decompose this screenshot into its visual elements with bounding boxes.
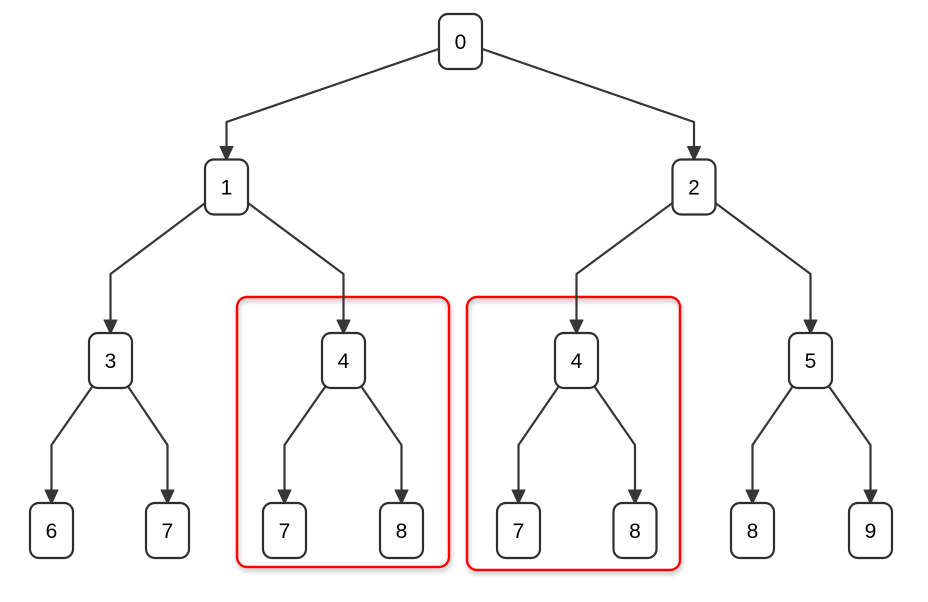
tree-node-box — [28, 501, 75, 560]
tree-node-n6: 6 — [28, 501, 75, 560]
tree-node-box — [612, 501, 658, 560]
edge-n1-n3 — [103, 186, 228, 335]
tree-node-label: 7 — [162, 520, 174, 543]
arrowhead-icon — [103, 319, 118, 335]
tree-node-box — [671, 158, 717, 216]
tree-node-label: 8 — [747, 520, 759, 543]
tree-node-n0: 0 — [437, 12, 484, 71]
tree-node-label: 5 — [805, 350, 817, 373]
tree-node-label: 7 — [279, 520, 291, 543]
tree-node-n1: 1 — [203, 158, 250, 216]
edge-n2-n5 — [693, 186, 818, 335]
arrowhead-icon — [336, 319, 351, 335]
edge-n0-n1 — [219, 40, 461, 161]
highlight-box-duplicate-subtree-2 — [465, 295, 682, 572]
tree-node-n4L: 4 — [320, 331, 367, 390]
tree-node-box — [87, 331, 134, 390]
tree-node-box — [203, 158, 250, 216]
tree-node-n8a: 8 — [378, 501, 425, 560]
arrowhead-icon — [628, 489, 642, 505]
tree-node-box — [729, 501, 776, 560]
tree-node-box — [320, 331, 367, 390]
tree-node-n7a: 7 — [144, 501, 191, 560]
tree-node-label: 9 — [865, 520, 877, 543]
arrowhead-icon — [511, 489, 526, 505]
edge-n5-n8c — [745, 359, 812, 505]
arrowhead-icon — [219, 146, 234, 161]
tree-node-label: 3 — [105, 350, 117, 373]
arrowhead-icon — [863, 489, 878, 505]
arrowhead-icon — [160, 489, 175, 505]
edge-n3-n6 — [44, 359, 112, 505]
tree-node-box — [144, 501, 191, 560]
arrowhead-icon — [44, 489, 59, 505]
tree-node-box — [847, 501, 894, 560]
tree-node-label: 8 — [396, 520, 408, 543]
tree-node-label: 4 — [571, 350, 583, 373]
tree-node-box — [495, 501, 542, 560]
arrowhead-icon — [745, 489, 760, 505]
edge-n4R-n7c — [511, 359, 578, 505]
arrowhead-icon — [687, 146, 701, 161]
tree-node-box — [787, 331, 834, 390]
tree-node-n3: 3 — [87, 331, 134, 390]
edge-n3-n7a — [109, 359, 175, 505]
tree-node-label: 7 — [513, 520, 525, 543]
tree-node-n5: 5 — [787, 331, 834, 390]
edge-n1-n4L — [225, 186, 351, 335]
edge-n4L-n8a — [342, 359, 409, 505]
tree-node-label: 6 — [46, 520, 58, 543]
tree-node-label: 2 — [688, 177, 700, 200]
tree-node-n2: 2 — [671, 158, 717, 216]
edge-n2-n4R — [569, 186, 695, 335]
tree-node-n8b: 8 — [612, 501, 658, 560]
tree-node-label: 1 — [221, 177, 233, 200]
tree-node-box — [553, 331, 600, 390]
edge-n5-n9 — [809, 359, 878, 505]
tree-node-box — [261, 501, 308, 560]
tree-node-n7b: 7 — [261, 501, 308, 560]
tree-node-label: 0 — [455, 31, 467, 54]
tree-node-n9: 9 — [847, 501, 894, 560]
edge-n4L-n7b — [277, 359, 345, 505]
tree-node-label: 4 — [338, 350, 350, 373]
tree-node-n8c: 8 — [729, 501, 776, 560]
tree-node-n4R: 4 — [553, 331, 600, 390]
edge-n4R-n8b — [575, 359, 642, 505]
arrowhead-icon — [569, 319, 584, 335]
arrowhead-icon — [277, 489, 292, 505]
tree-node-label: 8 — [629, 520, 641, 543]
tree-node-n7c: 7 — [495, 501, 542, 560]
arrowhead-icon — [803, 319, 818, 335]
tree-node-box — [437, 12, 484, 71]
arrowhead-icon — [394, 489, 409, 505]
tree-node-box — [378, 501, 425, 560]
edge-n0-n2 — [460, 40, 701, 161]
